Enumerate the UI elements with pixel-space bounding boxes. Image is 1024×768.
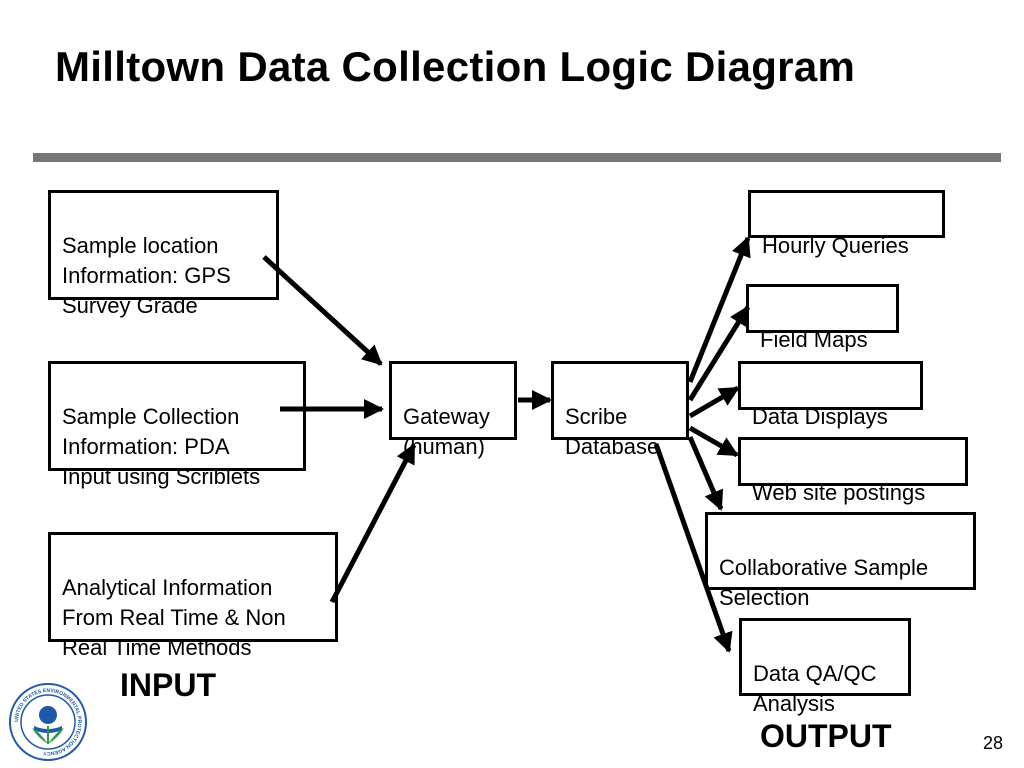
output-box-text: Data QA/QC Analysis bbox=[753, 661, 877, 716]
output-box-data-qa-qc-analysis: Data QA/QC Analysis bbox=[739, 618, 911, 716]
input-box-sample-collection: Sample Collection Information: PDA Input… bbox=[48, 361, 306, 489]
output-box-text: Collaborative Sample Selection bbox=[719, 555, 929, 610]
output-box-web-site-postings: Web site postings bbox=[738, 437, 968, 505]
arrow-analytical-to-gateway bbox=[329, 443, 417, 604]
output-box-collaborative-sample-selection: Collaborative Sample Selection bbox=[705, 512, 976, 610]
input-box-sample-location: Sample location Information: GPS Survey … bbox=[48, 190, 279, 318]
output-label: OUTPUT bbox=[760, 718, 892, 754]
input-box-text: Analytical Information From Real Time & … bbox=[62, 575, 286, 660]
arrow-database-to-qa-qc bbox=[653, 443, 733, 653]
arrow-database-to-collaborative-selection bbox=[687, 436, 724, 511]
output-box-text: Hourly Queries bbox=[762, 233, 909, 258]
output-box-hourly-queries: Hourly Queries bbox=[748, 190, 945, 258]
arrow-location-to-gateway bbox=[262, 255, 383, 366]
output-box-text: Field Maps bbox=[760, 327, 868, 352]
input-box-text: Sample location Information: GPS Survey … bbox=[62, 233, 231, 318]
database-box: Scribe Database bbox=[551, 361, 689, 459]
arrow-database-to-data-displays bbox=[688, 385, 740, 419]
input-box-analytical-information: Analytical Information From Real Time & … bbox=[48, 532, 338, 660]
output-box-text: Data Displays bbox=[752, 404, 888, 429]
page-title: Milltown Data Collection Logic Diagram bbox=[55, 43, 856, 90]
input-label: INPUT bbox=[120, 667, 216, 703]
title-divider bbox=[33, 153, 1001, 162]
page-number: 28 bbox=[983, 733, 1004, 753]
input-box-text: Sample Collection Information: PDA Input… bbox=[62, 404, 261, 489]
arrow-database-to-web-site-postings bbox=[688, 425, 739, 458]
gateway-box: Gateway (human) bbox=[389, 361, 517, 459]
epa-seal-icon: UNITED STATES ENVIRONMENTAL PROTECTION A… bbox=[9, 683, 87, 761]
arrow-database-to-hourly-queries bbox=[687, 236, 751, 383]
database-text: Scribe Database bbox=[565, 404, 660, 459]
output-box-text: Web site postings bbox=[752, 480, 926, 505]
output-box-data-displays: Data Displays bbox=[738, 361, 923, 429]
gateway-text: Gateway (human) bbox=[403, 404, 490, 459]
arrow-database-to-field-maps bbox=[687, 305, 751, 402]
